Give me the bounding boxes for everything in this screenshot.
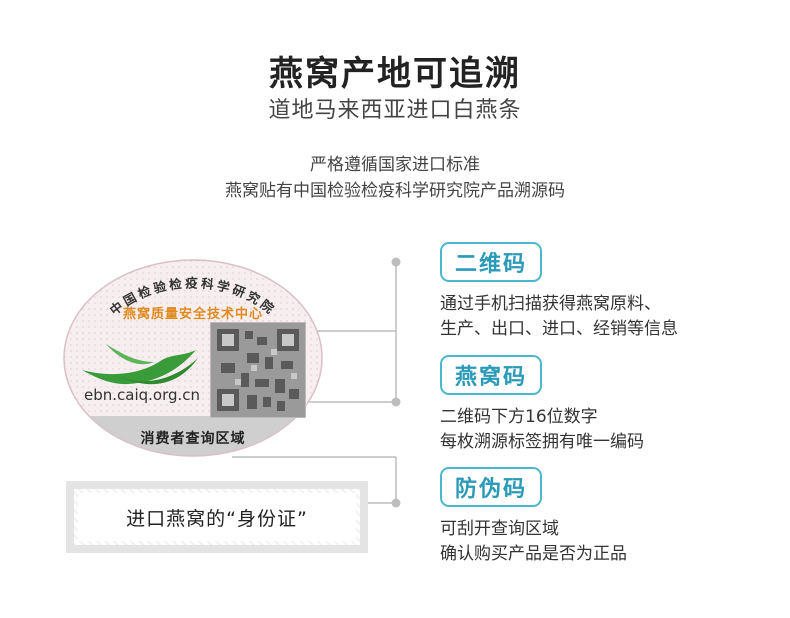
feature-desc: 每枚溯源标签拥有唯一编码 xyxy=(440,432,644,452)
qr-code-image xyxy=(210,322,306,418)
feature-label-birdnest-code: 燕窝码 xyxy=(440,355,543,395)
seal-center-text: 燕窝质量安全技术中心 xyxy=(123,306,263,322)
feature-label-anti-counterfeit: 防伪码 xyxy=(440,467,543,507)
description-line-2: 燕窝贴有中国检验检疫科学研究院产品溯源码 xyxy=(225,181,565,201)
traceability-seal: 中国检验检疫科学研究院 燕窝质量安全技术中心 xyxy=(62,258,324,458)
qr-code-icon xyxy=(211,323,305,417)
connector-dot-code xyxy=(391,397,401,407)
feature-desc: 通过手机扫描获得燕窝原料、 xyxy=(440,294,661,314)
connector-dot-antifake xyxy=(391,498,401,508)
connector-dot-qr xyxy=(391,257,401,267)
feature-desc: 确认购买产品是否为正品 xyxy=(440,544,627,564)
feature-label-qr-code: 二维码 xyxy=(440,242,543,282)
page-title: 燕窝产地可追溯 xyxy=(269,54,521,94)
consumer-query-area: 消费者查询区域 xyxy=(140,431,246,447)
feature-qr-code: 二维码 通过手机扫描获得燕窝原料、 生产、出口、进口、经销等信息 xyxy=(440,242,678,342)
identity-label: 进口燕窝的“身份证” xyxy=(78,493,356,541)
swallow-logo-icon xyxy=(82,344,198,385)
description-line-1: 严格遵循国家进口标准 xyxy=(310,155,480,175)
feature-birdnest-code: 燕窝码 二维码下方16位数字 每枚溯源标签拥有唯一编码 xyxy=(440,355,644,455)
identity-card-box: 进口燕窝的“身份证” xyxy=(66,481,368,553)
feature-anti-counterfeit: 防伪码 可刮开查询区域 确认购买产品是否为正品 xyxy=(440,467,627,567)
page-subtitle: 道地马来西亚进口白燕条 xyxy=(268,98,522,123)
seal-url: ebn.caiq.org.cn xyxy=(84,386,201,404)
feature-desc: 生产、出口、进口、经销等信息 xyxy=(440,319,678,339)
feature-desc: 可刮开查询区域 xyxy=(440,519,559,539)
feature-desc: 二维码下方16位数字 xyxy=(440,407,598,427)
